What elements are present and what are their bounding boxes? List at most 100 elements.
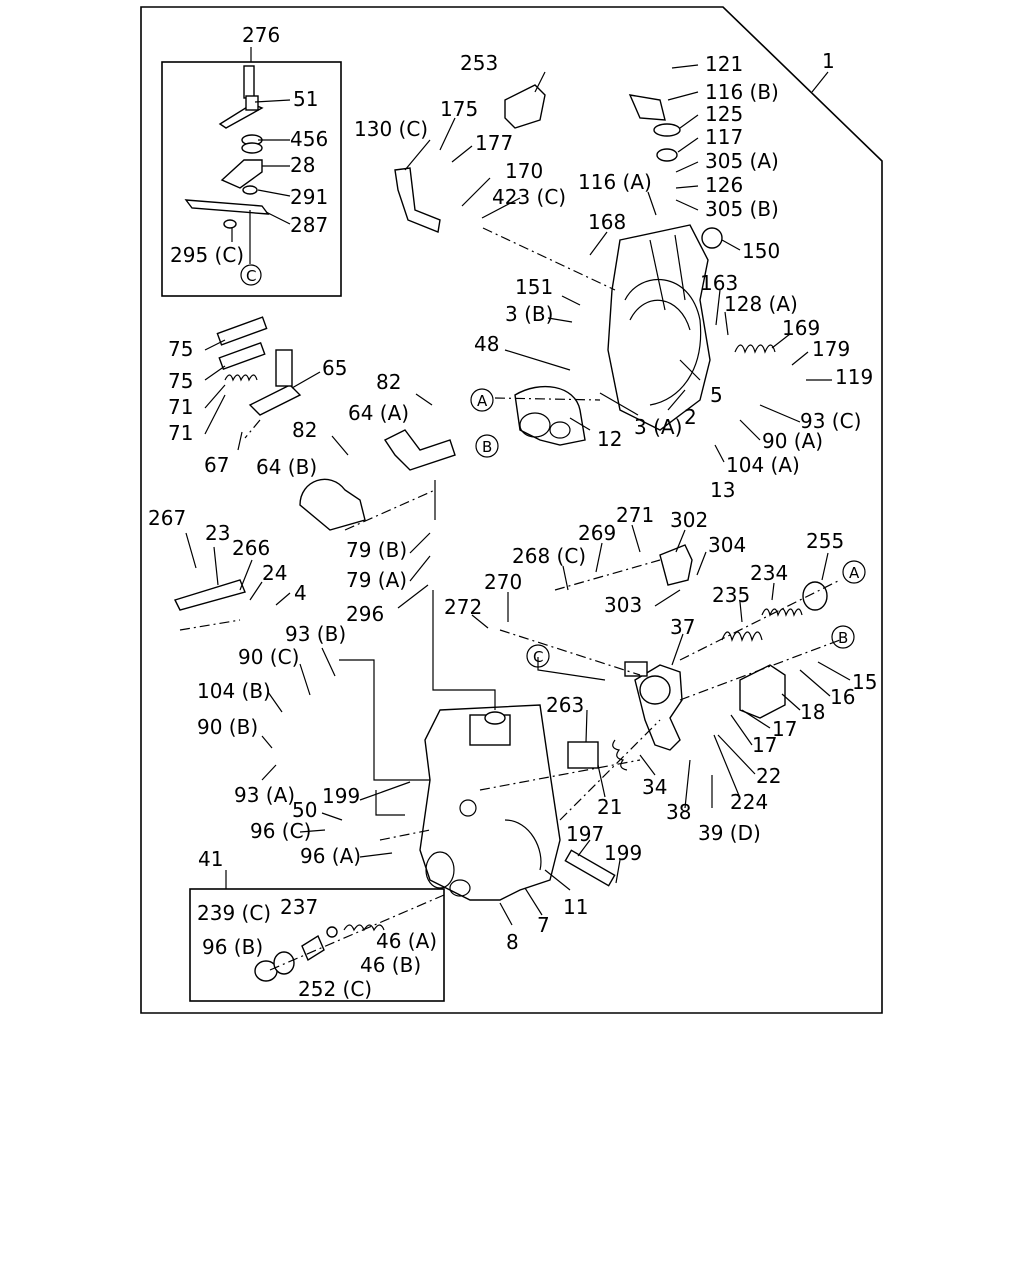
callout-96a: 96 (A)	[300, 844, 361, 868]
callout-296: 296	[346, 602, 384, 626]
callout-199a: 199	[322, 784, 360, 808]
part-label-237: 237	[280, 895, 318, 919]
callout-266: 266	[232, 536, 270, 560]
callout-304: 304	[708, 533, 746, 557]
callout-272: 272	[444, 595, 482, 619]
callout-267: 267	[148, 506, 186, 530]
callout-234: 234	[750, 561, 788, 585]
callout-302: 302	[670, 508, 708, 532]
callout-23: 23	[205, 521, 230, 545]
part-302-bracket	[659, 544, 693, 586]
part-65-bracket	[248, 384, 302, 416]
callout-8: 8	[506, 930, 519, 954]
callout-151: 151	[515, 275, 553, 299]
reference-markers: A B A B C	[470, 388, 866, 668]
callout-150: 150	[742, 239, 780, 263]
callout-197: 197	[566, 822, 604, 846]
callout-305a: 305 (A)	[705, 149, 779, 173]
callout-67: 67	[204, 453, 229, 477]
callout-39d: 39 (D)	[698, 821, 761, 845]
spring-234	[761, 608, 803, 617]
callout-79a: 79 (A)	[346, 568, 407, 592]
lever-assembly	[612, 661, 683, 771]
callout-163: 163	[700, 271, 738, 295]
callout-121: 121	[705, 52, 743, 76]
callout-4: 4	[294, 581, 307, 605]
part-75-rod-b	[218, 341, 266, 371]
callout-79b: 79 (B)	[346, 538, 407, 562]
part-255-cap	[802, 581, 828, 611]
part-64b-bracket	[299, 478, 366, 531]
part-label-96b: 96 (B)	[202, 935, 263, 959]
callout-50: 50	[292, 798, 317, 822]
part-label-456: 456	[290, 127, 328, 151]
callout-303: 303	[604, 593, 642, 617]
part-label-287: 287	[290, 213, 328, 237]
callout-3a: 3 (A)	[634, 415, 682, 439]
spring-71	[224, 374, 258, 382]
ref-marker-b-right: B	[838, 629, 848, 647]
spring-169	[734, 344, 776, 354]
callout-93c: 93 (C)	[800, 409, 861, 433]
callout-11: 11	[563, 895, 588, 919]
pump-housing	[419, 704, 561, 901]
callout-255: 255	[806, 529, 844, 553]
callout-116a: 116 (A)	[578, 170, 652, 194]
governor-cover	[607, 224, 711, 431]
callout-90b: 90 (B)	[197, 715, 258, 739]
subassembly-41: 41 239 (C) 237 96 (B) 46 (A) 46 (B) 252 …	[189, 847, 445, 1002]
callout-269: 269	[578, 521, 616, 545]
callout-90c: 90 (C)	[238, 645, 299, 669]
callout-18: 18	[800, 700, 825, 724]
diagram-frame	[140, 6, 883, 1014]
part-label-51: 51	[293, 87, 318, 111]
callout-268c: 268 (C)	[512, 544, 586, 568]
part-23-lever	[174, 579, 246, 611]
part-75-rod-a	[216, 316, 268, 346]
part-117-disc	[656, 148, 678, 162]
callout-7: 7	[537, 913, 550, 937]
callout-34: 34	[642, 775, 667, 799]
callout-125: 125	[705, 102, 743, 126]
ref-marker-a-right: A	[849, 564, 860, 582]
callout-17b: 17	[752, 733, 777, 757]
callout-75b: 75	[168, 369, 193, 393]
part-label-291: 291	[290, 185, 328, 209]
callout-65: 65	[322, 356, 347, 380]
part-150-cap	[701, 227, 723, 249]
part-64a-bracket	[383, 429, 456, 471]
callout-128a: 128 (A)	[724, 292, 798, 316]
callout-117: 117	[705, 125, 743, 149]
callout-64a: 64 (A)	[348, 401, 409, 425]
part-197-rod	[564, 849, 616, 887]
callout-175: 175	[440, 97, 478, 121]
callout-253: 253	[460, 51, 498, 75]
part-130c-bracket	[394, 167, 441, 233]
callout-130c: 130 (C)	[354, 117, 428, 141]
callout-64b: 64 (B)	[256, 455, 317, 479]
callout-271: 271	[616, 503, 654, 527]
callout-71a: 71	[168, 395, 193, 419]
callout-5: 5	[710, 383, 723, 407]
callout-2: 2	[684, 405, 697, 429]
part-label-252c: 252 (C)	[298, 977, 372, 1001]
callout-12: 12	[597, 427, 622, 451]
leader-lines	[185, 64, 851, 926]
callout-93b: 93 (B)	[285, 622, 346, 646]
callout-38: 38	[666, 800, 691, 824]
callout-270: 270	[484, 570, 522, 594]
part-125-disc	[653, 123, 681, 137]
part-121-bracket	[628, 94, 666, 121]
ref-marker-b-left: B	[482, 438, 492, 456]
part-65-plate	[275, 349, 293, 387]
callout-423c: 423 (C)	[492, 185, 566, 209]
part-label-46a: 46 (A)	[376, 929, 437, 953]
callout-71b: 71	[168, 421, 193, 445]
callout-82a: 82	[376, 370, 401, 394]
part-label-239c: 239 (C)	[197, 901, 271, 925]
callout-15: 15	[852, 670, 877, 694]
callout-119: 119	[835, 365, 873, 389]
callout-104b: 104 (B)	[197, 679, 271, 703]
callout-16: 16	[830, 685, 855, 709]
